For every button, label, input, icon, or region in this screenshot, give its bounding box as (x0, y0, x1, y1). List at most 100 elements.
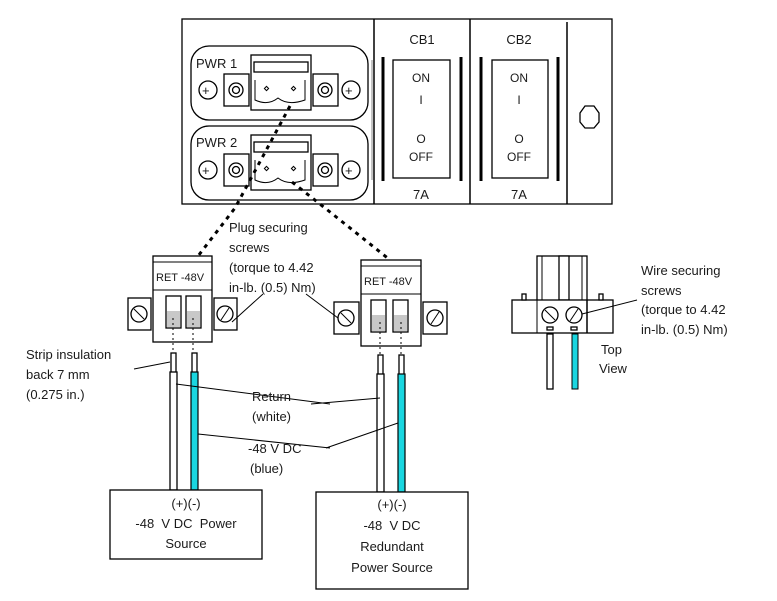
mount-screw-icon (198, 160, 218, 180)
source-label: Redundant (360, 539, 424, 554)
screw-slot (133, 308, 145, 320)
jack-screw-center (320, 85, 330, 95)
plus-glyph: + (202, 83, 210, 98)
negative-leader (197, 433, 331, 449)
indicator-led-icon (579, 105, 600, 129)
source-label: Power Source (351, 560, 433, 575)
callout-line: Strip insulation (26, 347, 111, 362)
plug-top-pin (598, 293, 604, 301)
on-label: ON (510, 71, 528, 85)
callout-line: screws (641, 283, 682, 298)
callout-line: Return (252, 389, 291, 404)
callout-line: Plug securing (229, 220, 308, 235)
source-box (315, 491, 469, 590)
callout-line: (white) (252, 409, 291, 424)
screw-slot (544, 309, 556, 321)
off-symbol: O (514, 132, 523, 146)
plug-top-base (511, 299, 614, 334)
callout-line: Top (601, 342, 622, 357)
plug-2: RET -48V (333, 259, 448, 354)
negative-wire-callout: -48 V DC (blue) (248, 441, 301, 476)
mount-screw-icon (198, 80, 218, 100)
screw-slot (569, 308, 579, 322)
top-view-plug (511, 255, 614, 390)
plug-body (152, 255, 213, 343)
callout-line: View (599, 361, 628, 376)
off-label: OFF (409, 150, 433, 164)
wire-entry (570, 326, 578, 331)
screw-slot (430, 311, 440, 325)
source-box (109, 489, 263, 560)
pin-icon (290, 85, 297, 92)
plug-body (360, 259, 422, 347)
plug1-dashed-leader (193, 105, 292, 261)
power-panel: PWR 1 + + PWR 2 + (181, 18, 613, 205)
callout-line: in-lb. (0.5) Nm) (229, 280, 316, 295)
pin-icon (263, 165, 270, 172)
plus-glyph: + (345, 163, 353, 178)
pwr1-label: PWR 1 (196, 56, 237, 71)
wire-screw-leader (581, 299, 638, 315)
pin-icon (290, 165, 297, 172)
return-leader (310, 397, 381, 405)
plug-top-pin (521, 293, 527, 301)
callout-line: back 7 mm (26, 367, 90, 382)
stripped-conductor (170, 352, 177, 374)
callout-line: (blue) (250, 461, 283, 476)
breaker-cb2: CB2 ON I O OFF 7A (479, 32, 560, 202)
screw-slot (220, 307, 230, 321)
off-label: OFF (507, 150, 531, 164)
stripped-conductor (191, 352, 198, 374)
plug2-dashed-leader (291, 180, 391, 262)
plug-screw-leader (231, 293, 264, 323)
jack-screw-center (231, 85, 241, 95)
plus-glyph: + (202, 163, 210, 178)
redundant-wires (376, 354, 406, 493)
breaker-cb1: CB1 ON I O OFF 7A (381, 32, 463, 202)
plug-top-latch (558, 255, 570, 301)
plus-glyph: + (345, 83, 353, 98)
strip-leader (133, 361, 171, 370)
callout-line: (torque to 4.42 (641, 302, 726, 317)
redundant-power-source: (+)(-) -48 V DC Redundant Power Source (315, 491, 469, 590)
pin-icon (263, 85, 270, 92)
pwr2-module: PWR 2 + + (190, 125, 369, 201)
callout-line: -48 V DC (248, 441, 301, 456)
primary-wires (169, 352, 199, 491)
callout-line: (0.275 in.) (26, 387, 85, 402)
pwr1-module: PWR 1 + + (190, 45, 369, 121)
on-symbol: I (419, 93, 422, 107)
return-wire-callout: Return (white) (252, 389, 291, 424)
jack-latch (253, 61, 309, 73)
breaker-switch[interactable] (392, 59, 451, 179)
callout-line: (torque to 4.42 (229, 260, 314, 275)
plug-screws-callout: Plug securing screws (torque to 4.42 in-… (229, 220, 316, 295)
mount-screw-icon (341, 160, 361, 180)
jack-screw-center (320, 165, 330, 175)
return-wire-white (546, 333, 554, 390)
terminal-contact (372, 315, 385, 331)
callout-line: screws (229, 240, 270, 255)
strip-insulation-callout: Strip insulation back 7 mm (0.275 in.) (26, 347, 111, 402)
breaker-name: CB1 (409, 32, 434, 47)
return-leader (175, 383, 331, 405)
top-view-label: Top View (599, 342, 628, 376)
negative-leader (325, 422, 399, 449)
return-wire-white (169, 371, 178, 491)
wire-screws-callout: Wire securing screws (torque to 4.42 in-… (641, 263, 728, 337)
wire-entry (546, 326, 554, 331)
screw-slot (340, 312, 352, 324)
plug-terminal-label: RET -48V (364, 276, 413, 288)
breaker-name: CB2 (506, 32, 531, 47)
breaker-switch[interactable] (491, 59, 549, 179)
source-label: -48 V DC Power (135, 516, 237, 531)
on-label: ON (412, 71, 430, 85)
jack-screw-center (231, 165, 241, 175)
return-wire-white (376, 373, 385, 493)
stripped-conductor (398, 354, 405, 376)
jack-socket (254, 160, 306, 184)
plug-screw-leader (305, 293, 339, 319)
primary-power-source: (+)(-) -48 V DC Power Source (109, 489, 263, 560)
callout-line: in-lb. (0.5) Nm) (641, 322, 728, 337)
